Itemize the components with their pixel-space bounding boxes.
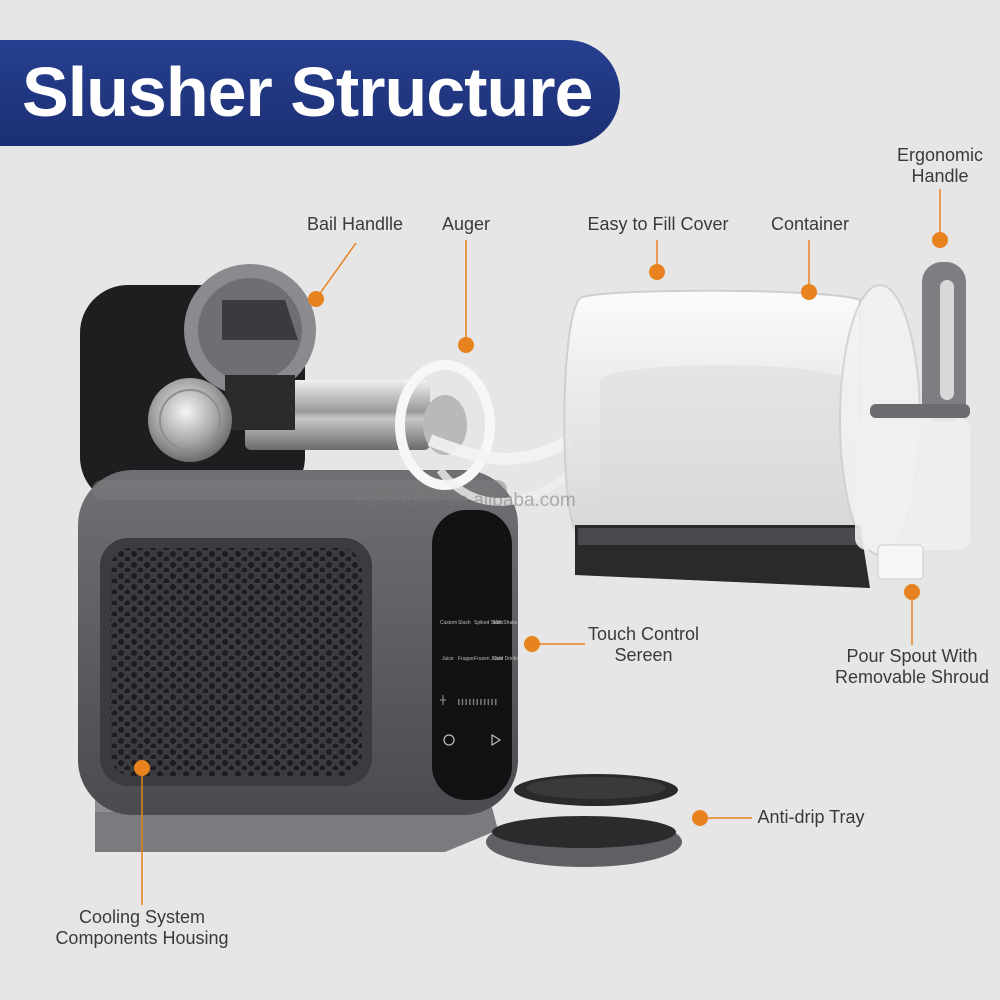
svg-text:Frozen Juice: Frozen Juice bbox=[474, 656, 503, 662]
touch-control-panel bbox=[432, 510, 512, 800]
svg-text:Slush: Slush bbox=[458, 620, 471, 626]
label-container: Container bbox=[770, 214, 850, 234]
panel-text-1: Custom bbox=[440, 620, 457, 626]
dot-container bbox=[801, 284, 817, 300]
label-anti-drip-tray: Anti-drip Tray bbox=[757, 807, 865, 827]
label-easy-fill-cover: Easy to Fill Cover bbox=[587, 214, 729, 234]
dot-cooling-housing bbox=[134, 760, 150, 776]
pour-spout-shroud bbox=[855, 418, 970, 550]
svg-text:Juice: Juice bbox=[442, 656, 454, 662]
play-icon bbox=[491, 733, 502, 747]
svg-text:Spiked Slush: Spiked Slush bbox=[474, 620, 503, 626]
dot-pour-spout bbox=[904, 584, 920, 600]
watermark: vankoolhk.en.alibaba.com bbox=[356, 490, 576, 511]
svg-text:Cold Drinks: Cold Drinks bbox=[493, 656, 519, 662]
dot-touch-control bbox=[524, 636, 540, 652]
title-banner bbox=[0, 40, 620, 146]
dot-auger bbox=[458, 337, 474, 353]
dot-anti-drip-tray bbox=[692, 810, 708, 826]
leader-bail-handle bbox=[315, 242, 357, 300]
callout-dots bbox=[134, 232, 948, 826]
svg-text:Frappe: Frappe bbox=[458, 656, 474, 662]
label-bail-handle: Bail Handlle bbox=[306, 214, 404, 234]
svg-text:Milk Shake: Milk Shake bbox=[493, 620, 518, 626]
label-cooling-housing: Cooling System Components Housing bbox=[55, 907, 229, 948]
label-ergonomic-handle: Ergonomic Handle bbox=[896, 145, 984, 186]
auger-ring bbox=[395, 360, 495, 490]
label-touch-control: Touch Control Sereen bbox=[587, 624, 700, 665]
dot-bail-handle bbox=[308, 291, 324, 307]
dot-easy-fill-cover bbox=[649, 264, 665, 280]
page-title: Slusher Structure bbox=[22, 53, 593, 131]
dot-ergonomic-handle bbox=[932, 232, 948, 248]
label-pour-spout: Pour Spout With Removable Shroud bbox=[834, 646, 990, 687]
label-auger: Auger bbox=[441, 214, 491, 234]
power-icon bbox=[443, 734, 455, 746]
